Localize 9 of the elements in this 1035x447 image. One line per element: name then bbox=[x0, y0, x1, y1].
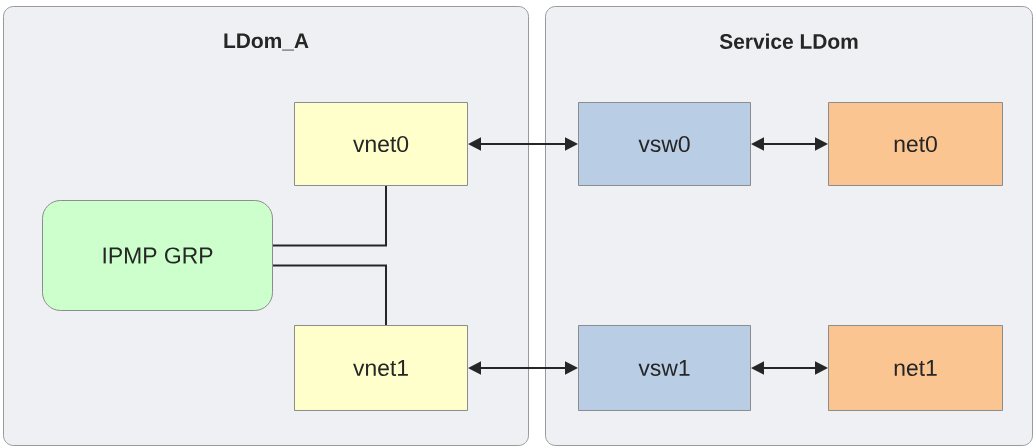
interface-box: vsw1 bbox=[578, 325, 751, 411]
connector-line bbox=[272, 264, 387, 326]
interface-box: vnet1 bbox=[294, 325, 468, 411]
interface-box: vnet0 bbox=[294, 102, 468, 186]
group-box: IPMP GRP bbox=[42, 200, 273, 311]
connector-line bbox=[272, 185, 387, 247]
interface-box: net0 bbox=[828, 102, 1003, 186]
interface-box: net1 bbox=[828, 325, 1003, 411]
interface-box: vsw0 bbox=[578, 102, 751, 186]
